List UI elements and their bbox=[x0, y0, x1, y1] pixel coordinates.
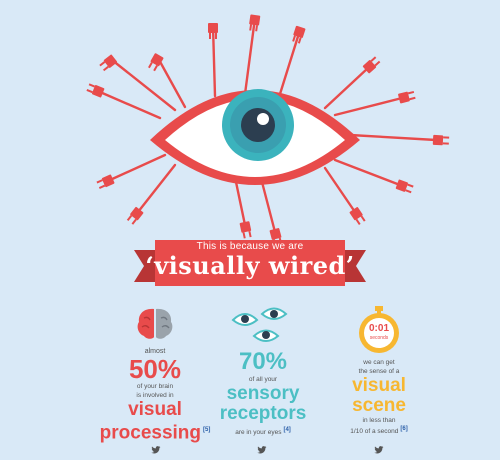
stat-stopwatch: 0:01 seconds we can get the sense of a v… bbox=[304, 306, 454, 436]
stat-keyword: scene bbox=[352, 395, 406, 416]
plug-icon bbox=[86, 83, 105, 98]
twitter-icon[interactable] bbox=[257, 446, 267, 454]
plug-icon bbox=[395, 179, 414, 194]
plug-icon bbox=[239, 221, 252, 239]
brain-icon bbox=[137, 308, 173, 339]
stat-brain: almost 50% of your brain is involved in … bbox=[80, 306, 230, 443]
stat-line: of all your bbox=[248, 376, 278, 383]
reference-link[interactable]: [6] bbox=[400, 426, 408, 432]
stat-line: in less than bbox=[362, 417, 396, 424]
stat-keyword: visual bbox=[128, 399, 182, 420]
plug-icon bbox=[349, 207, 366, 226]
plug-icon bbox=[249, 14, 261, 32]
eye-icon bbox=[150, 89, 360, 185]
plug-icon bbox=[208, 23, 218, 39]
plug-icon bbox=[432, 134, 450, 146]
stat-prefix: almost bbox=[144, 348, 166, 355]
plug-icon bbox=[99, 54, 118, 72]
reference-link[interactable]: [4] bbox=[283, 427, 291, 433]
stat-keyword: receptors bbox=[219, 403, 307, 424]
stat-eyes: 70% of all your sensory receptors are in… bbox=[188, 306, 338, 437]
stopwatch-icon: 0:01 seconds bbox=[356, 306, 402, 354]
timer-value: 0:01 bbox=[368, 323, 389, 334]
stat-keyword: processing bbox=[99, 422, 202, 444]
plug-icon bbox=[362, 56, 381, 74]
wired-eye-illustration bbox=[86, 14, 450, 246]
plug-icon bbox=[96, 174, 115, 189]
stat-line: the sense of a bbox=[358, 368, 400, 375]
plug-icon bbox=[398, 90, 416, 104]
ribbon-banner bbox=[134, 240, 366, 286]
stat-line: 1/10 of a second bbox=[350, 428, 399, 436]
banner-subtitle: This is because we are bbox=[196, 241, 304, 252]
reference-link[interactable]: [5] bbox=[203, 427, 211, 433]
stat-line: we can get bbox=[363, 359, 395, 366]
stat-value: 70% bbox=[238, 348, 288, 375]
stat-line: is involved in bbox=[136, 392, 174, 399]
plug-icon bbox=[126, 206, 144, 225]
stat-value: 50% bbox=[128, 354, 182, 384]
plug-icon bbox=[292, 25, 306, 44]
stat-keyword: sensory bbox=[226, 383, 300, 404]
plug-icon bbox=[148, 53, 164, 72]
stat-keyword: visual bbox=[352, 375, 406, 396]
stat-line: of your brain bbox=[136, 383, 174, 390]
twitter-icon[interactable] bbox=[151, 446, 161, 454]
banner-title: ‘visually wired’ bbox=[145, 251, 355, 280]
stat-line: are in your eyes bbox=[235, 429, 282, 437]
eyes-icon bbox=[231, 307, 288, 342]
timer-unit: seconds bbox=[369, 335, 389, 341]
twitter-icon[interactable] bbox=[374, 446, 384, 454]
